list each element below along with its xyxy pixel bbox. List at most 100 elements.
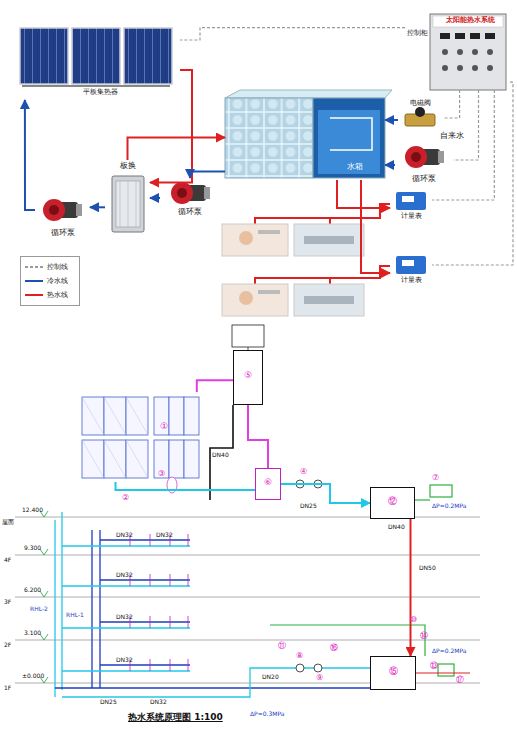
collector-array-node: ① xyxy=(78,392,203,482)
pipe-connector xyxy=(337,180,390,208)
pipe-connector xyxy=(25,100,35,210)
pipe-size-label: DN32 xyxy=(156,532,173,539)
callout-number: ⑦ xyxy=(432,474,439,483)
pipe-connector xyxy=(432,90,494,200)
node-label: 水箱 xyxy=(335,163,375,172)
collector-panels xyxy=(20,28,172,86)
control-cabinet-node: 控制柜太阳能热水系统 xyxy=(405,12,510,90)
fixture-stubs xyxy=(130,534,188,671)
legend-line xyxy=(25,266,43,268)
node-label: 循环泵 xyxy=(160,208,220,217)
elevation-label: 3.100 xyxy=(24,630,41,637)
pipe-connector xyxy=(410,519,412,656)
pipe-connector xyxy=(385,119,398,121)
pipe-connector xyxy=(385,164,395,166)
pump-symbols xyxy=(167,325,322,672)
node-label: ⑮ xyxy=(371,667,415,677)
legend-text: 热水线 xyxy=(47,290,68,300)
callout-number: ⑨ xyxy=(316,674,323,683)
riser-label: RHL-1 xyxy=(66,612,84,619)
node-label: 计量表 xyxy=(390,213,432,221)
node-subtitle: 太阳能热水系统 xyxy=(432,17,508,25)
callout-number: ⑯ xyxy=(330,644,338,653)
solenoid-valve xyxy=(405,107,435,126)
node-label: 循环泵 xyxy=(35,229,90,238)
bathroom-pictures xyxy=(222,224,364,316)
riser-label: RHL-2 xyxy=(30,606,48,613)
legend-line xyxy=(25,294,43,296)
heat-exchanger-node: 板换 xyxy=(105,160,150,235)
legend-box: 控制线冷水线热水线 xyxy=(20,256,80,306)
pipe-connector xyxy=(281,484,370,503)
node-label: 电磁阀 xyxy=(398,100,443,108)
pipe-connector xyxy=(248,405,268,468)
pipe-size-label: DN40 xyxy=(212,452,229,459)
pipe-size-label: DN32 xyxy=(116,532,133,539)
green-makeup-line xyxy=(270,485,454,676)
pipe-connector xyxy=(453,90,479,160)
callout-number: ③ xyxy=(158,470,165,479)
hot-supply-line xyxy=(416,672,470,673)
floor-label: 4F xyxy=(4,557,11,564)
pump-node: 循环泵 xyxy=(35,195,90,245)
storage-tank-box: ⑮ xyxy=(370,656,416,690)
collector-node: 平板集热器 xyxy=(15,25,180,100)
legend-line-sample xyxy=(25,277,43,285)
storage-tank-box: ⑫ xyxy=(370,487,415,519)
pipe-connector xyxy=(180,28,405,40)
pipe-size-label: DN50 xyxy=(419,565,436,572)
elevation-label: 6.200 xyxy=(24,587,41,594)
pump-node: 循环泵 xyxy=(395,142,453,188)
legend-line-sample xyxy=(25,263,43,271)
callout-number: ⑩ xyxy=(410,616,417,625)
legend-row: 控制线 xyxy=(25,260,75,274)
callout-number: ⑪ xyxy=(278,642,286,651)
legend-text: 冷水线 xyxy=(47,276,68,286)
tank-node: 水箱 xyxy=(225,95,385,180)
pressure-label: ΔP=0.2MPa xyxy=(432,648,467,655)
legend-row: 冷水线 xyxy=(25,274,75,288)
water-tank xyxy=(225,90,392,178)
node-label: 平板集热器 xyxy=(70,89,130,97)
callout-number: ⑭ xyxy=(420,632,428,641)
elevation-label: 12.400 xyxy=(22,507,43,514)
callout-number: ⑧ xyxy=(296,652,303,661)
pipe-connector xyxy=(197,380,233,392)
water-source-label: 自来水 xyxy=(440,132,464,141)
legend-line xyxy=(25,280,43,282)
pipe-connector xyxy=(128,138,226,161)
pipe-connector xyxy=(432,82,513,265)
legend-line-sample xyxy=(25,291,43,299)
floor-label: 2F xyxy=(4,642,11,649)
black-vent-pipe xyxy=(210,405,233,500)
node-label: 计量表 xyxy=(390,277,432,285)
node-label: ⑥ xyxy=(256,478,280,488)
drawing-caption: 热水系统原理图 1:100 xyxy=(128,713,223,723)
pipe-size-label: DN32 xyxy=(150,699,167,706)
distribution-risers xyxy=(55,512,370,697)
elevation-label: ±0.000 xyxy=(22,673,44,680)
pipe-size-label: DN32 xyxy=(116,657,133,664)
heat-exchanger-box: ⑥ xyxy=(255,468,281,500)
floor-label: 屋面 xyxy=(2,519,14,526)
elevation-label: 9.300 xyxy=(24,545,41,552)
expansion-tank-box: ⑤ xyxy=(233,350,263,405)
callout-number: ⑬ xyxy=(430,662,438,671)
pressure-label: ΔP=0.2MPa xyxy=(432,503,467,510)
water-meters xyxy=(396,192,426,274)
pipe-connector xyxy=(443,90,460,118)
pipe-connector xyxy=(190,172,225,179)
node-label: 控制柜 xyxy=(405,30,429,38)
callout-number: ④ xyxy=(300,468,307,477)
valve-node: 电磁阀 xyxy=(398,100,443,136)
pipe-connector xyxy=(361,180,390,273)
meter-node: 计量表 xyxy=(390,252,432,294)
pipe-size-label: DN40 xyxy=(388,524,405,531)
legend-text: 控制线 xyxy=(47,262,68,272)
node-label: 板换 xyxy=(105,162,150,171)
pipe-size-label: DN25 xyxy=(300,503,317,510)
floor-label: 1F xyxy=(4,685,11,692)
plate-heat-exchanger xyxy=(112,176,144,232)
elevation-ticks xyxy=(40,511,48,683)
pipe-size-label: DN32 xyxy=(116,614,133,621)
